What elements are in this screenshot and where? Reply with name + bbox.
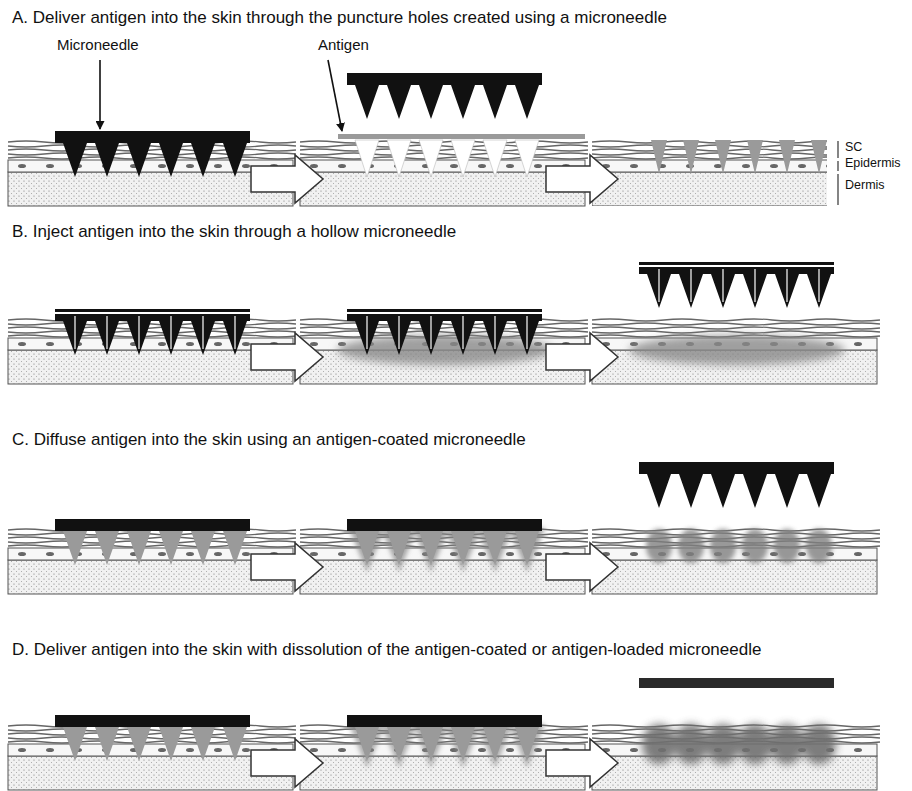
layer-label: Epidermis	[845, 156, 901, 171]
step-arrow	[546, 155, 618, 203]
dissolving-microneedle	[347, 715, 542, 761]
coated-microneedle	[55, 519, 250, 565]
step-arrow	[546, 739, 618, 787]
step-arrow	[251, 155, 323, 203]
antigen-diffusion	[349, 724, 545, 768]
skin-section	[592, 140, 880, 206]
microneedle-array	[347, 73, 542, 119]
puncture-holes	[355, 140, 539, 177]
part-label: Antigen	[318, 36, 369, 54]
part-label: Microneedle	[57, 36, 139, 54]
panel-heading: C. Diffuse antigen into the skin using a…	[12, 430, 526, 450]
step-arrow	[546, 543, 618, 591]
antigen-layer	[338, 134, 585, 139]
dissolving-microneedle	[55, 715, 250, 761]
step-arrow	[251, 333, 323, 381]
skin-section	[300, 140, 588, 206]
skin-section	[592, 724, 880, 790]
coated-microneedle	[347, 519, 542, 565]
leader-line	[99, 60, 101, 129]
microneedle-array	[639, 462, 834, 508]
leader-line	[328, 60, 342, 131]
step-arrow	[251, 739, 323, 787]
antigen-depot	[629, 335, 845, 365]
antigen-diffusion	[642, 724, 836, 764]
antigen-diffusion	[646, 529, 832, 563]
antigen-diffusion	[349, 528, 545, 572]
microneedle-array	[55, 131, 250, 177]
skin-section	[592, 528, 880, 594]
layer-bracket	[837, 141, 838, 205]
panel-heading: A. Deliver antigen into the skin through…	[12, 8, 667, 28]
skin-section	[592, 318, 880, 384]
skin-section	[300, 318, 588, 384]
panel-heading: B. Inject antigen into the skin through …	[12, 222, 456, 242]
layer-label: SC	[845, 140, 862, 155]
hollow-microneedle	[55, 309, 250, 355]
step-arrow	[251, 543, 323, 591]
layer-label: Dermis	[845, 178, 885, 193]
hollow-microneedle	[639, 262, 834, 308]
patch-backing	[639, 678, 834, 688]
skin-section	[300, 528, 588, 594]
hollow-microneedle	[347, 309, 542, 355]
step-arrow	[546, 333, 618, 381]
panel-heading: D. Deliver antigen into the skin with di…	[12, 640, 812, 660]
skin-section	[300, 724, 588, 790]
